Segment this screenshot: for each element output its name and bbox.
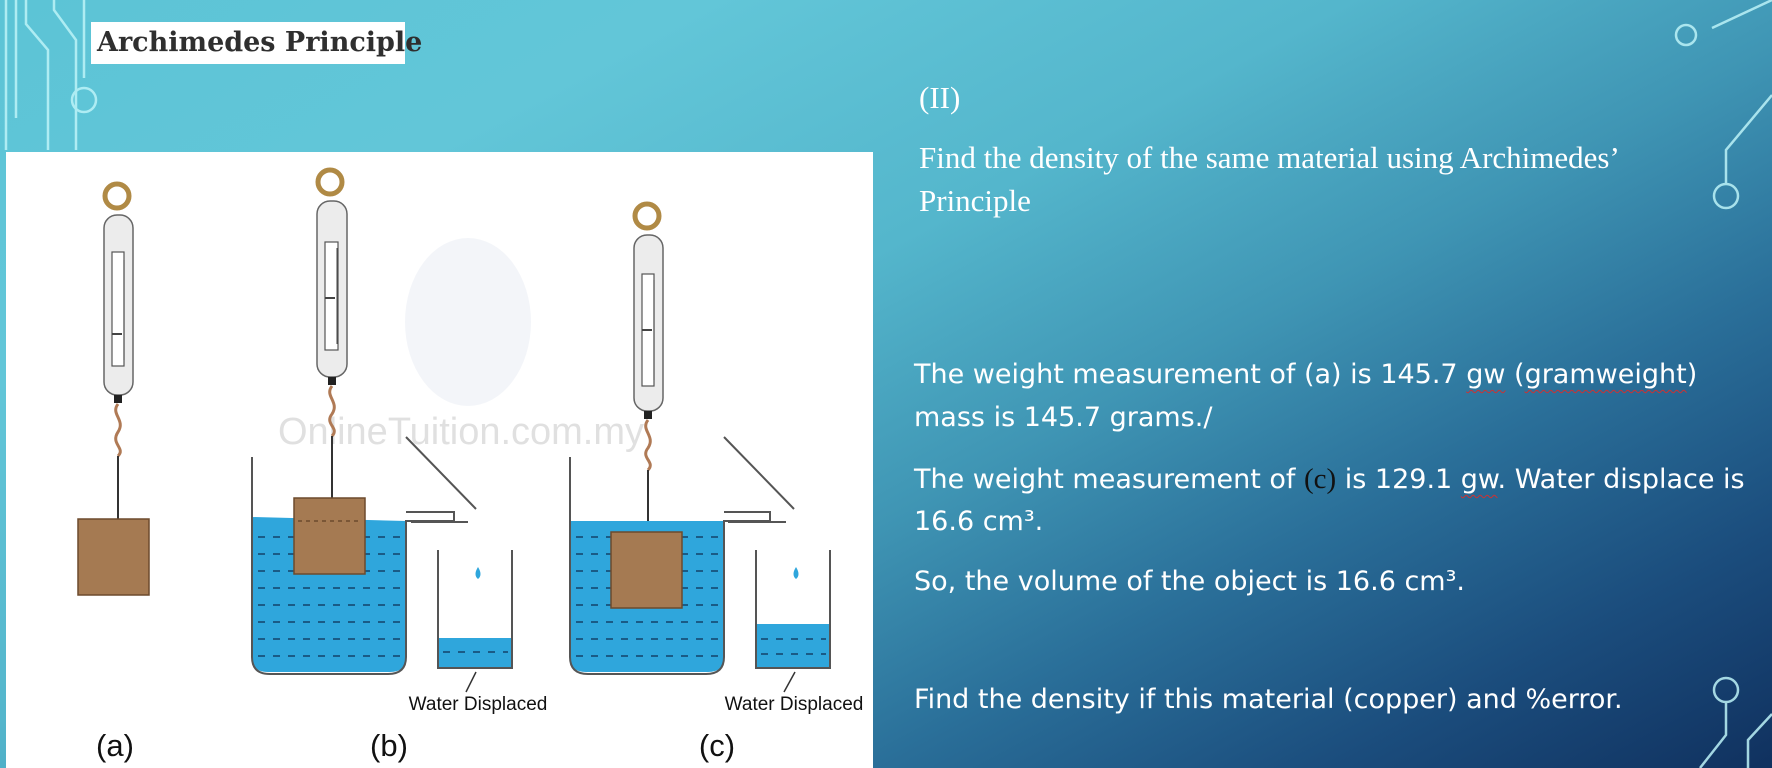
slide-title: Archimedes Principle <box>91 22 422 64</box>
paragraph-displaced-volume: 16.6 cm³. <box>914 506 1044 537</box>
figure-drawing: OnlineTuition.com.my <box>77 167 864 763</box>
watermark-logo <box>405 238 531 406</box>
ring-icon <box>102 181 132 211</box>
water-drop-icon <box>475 567 481 579</box>
paragraph-mass-a: mass is 145.7 grams./ <box>914 402 1213 433</box>
water-displaced-label-b: Water Displaced <box>409 694 548 715</box>
block-b <box>293 497 366 575</box>
label-a: (a) <box>96 728 134 763</box>
spring-balance-c <box>569 201 831 693</box>
water-displaced-label-c: Water Displaced <box>725 694 864 715</box>
hook-icon <box>644 419 652 472</box>
hook-icon <box>114 403 122 458</box>
spring-balance-a <box>77 181 150 596</box>
task-heading-line2: Principle <box>919 183 1031 218</box>
label-c: (c) <box>699 728 735 763</box>
water-drop-icon <box>793 567 799 579</box>
hook-icon <box>328 385 336 438</box>
paragraph-volume: So, the volume of the object is 16.6 cm³… <box>914 566 1466 597</box>
paragraph-weight-c: The weight measurement of (c) is 129.1 g… <box>914 463 1745 495</box>
paragraph-weight-a: The weight measurement of (a) is 145.7 g… <box>914 359 1698 390</box>
displaced-water-c <box>756 624 830 668</box>
paragraph-question: Find the density if this material (coppe… <box>914 684 1623 715</box>
section-label: (II) <box>919 80 961 115</box>
task-heading-line1: Find the density of the same material us… <box>919 140 1620 175</box>
ring-icon <box>632 201 662 231</box>
spring-balance-b <box>251 167 513 693</box>
label-b: (b) <box>370 728 408 763</box>
archimedes-figure: OnlineTuition.com.my <box>6 152 873 768</box>
water-b <box>252 517 406 672</box>
watermark-text: OnlineTuition.com.my <box>278 411 644 453</box>
block-c <box>610 531 683 609</box>
ring-icon <box>315 167 345 197</box>
block-a <box>77 518 150 596</box>
